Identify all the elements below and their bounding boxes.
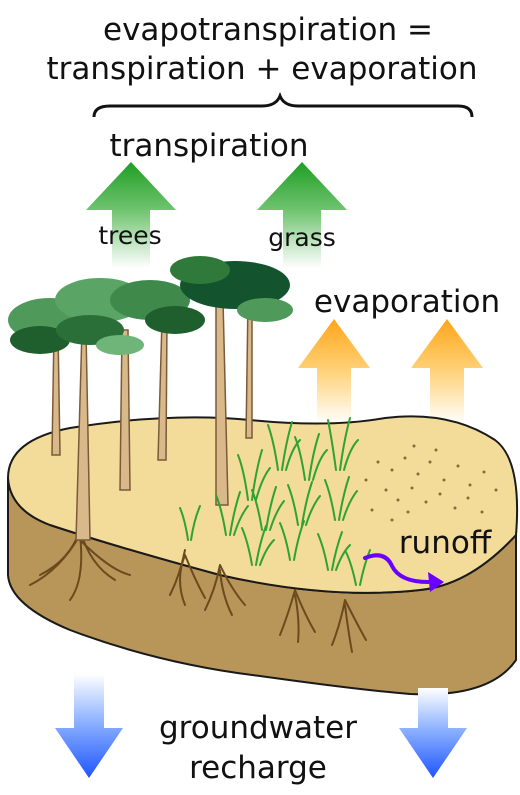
roots (29, 529, 367, 653)
soil-top (6, 415, 519, 594)
groundwater-arrow-right (399, 688, 467, 778)
tree-trunks (51, 299, 253, 541)
evaporation-label: evaporation (314, 284, 500, 320)
transpiration-arrow-trees (86, 162, 176, 268)
runoff-label: runoff (399, 525, 492, 561)
runoff-arrowhead (428, 572, 444, 592)
runoff-arrow (363, 553, 430, 584)
title-line-1: evapotranspiration = (103, 12, 433, 48)
transpiration-label: transpiration (109, 128, 308, 164)
evaporation-arrow-left (298, 319, 370, 424)
title-line-2: transpiration + evaporation (47, 51, 478, 87)
transpiration-arrow-grass (257, 162, 347, 268)
groundwater-label-line-2: recharge (189, 750, 327, 786)
brace (92, 91, 474, 118)
groundwater-arrow-left (55, 674, 123, 778)
tree-canopies (8, 256, 293, 355)
grass-patches (179, 417, 371, 586)
soil-speckles (364, 444, 498, 522)
grass-label: grass (268, 223, 336, 252)
trees-label: trees (98, 221, 161, 250)
evaporation-arrow-right (411, 319, 483, 424)
groundwater-label-line-1: groundwater (159, 710, 357, 746)
